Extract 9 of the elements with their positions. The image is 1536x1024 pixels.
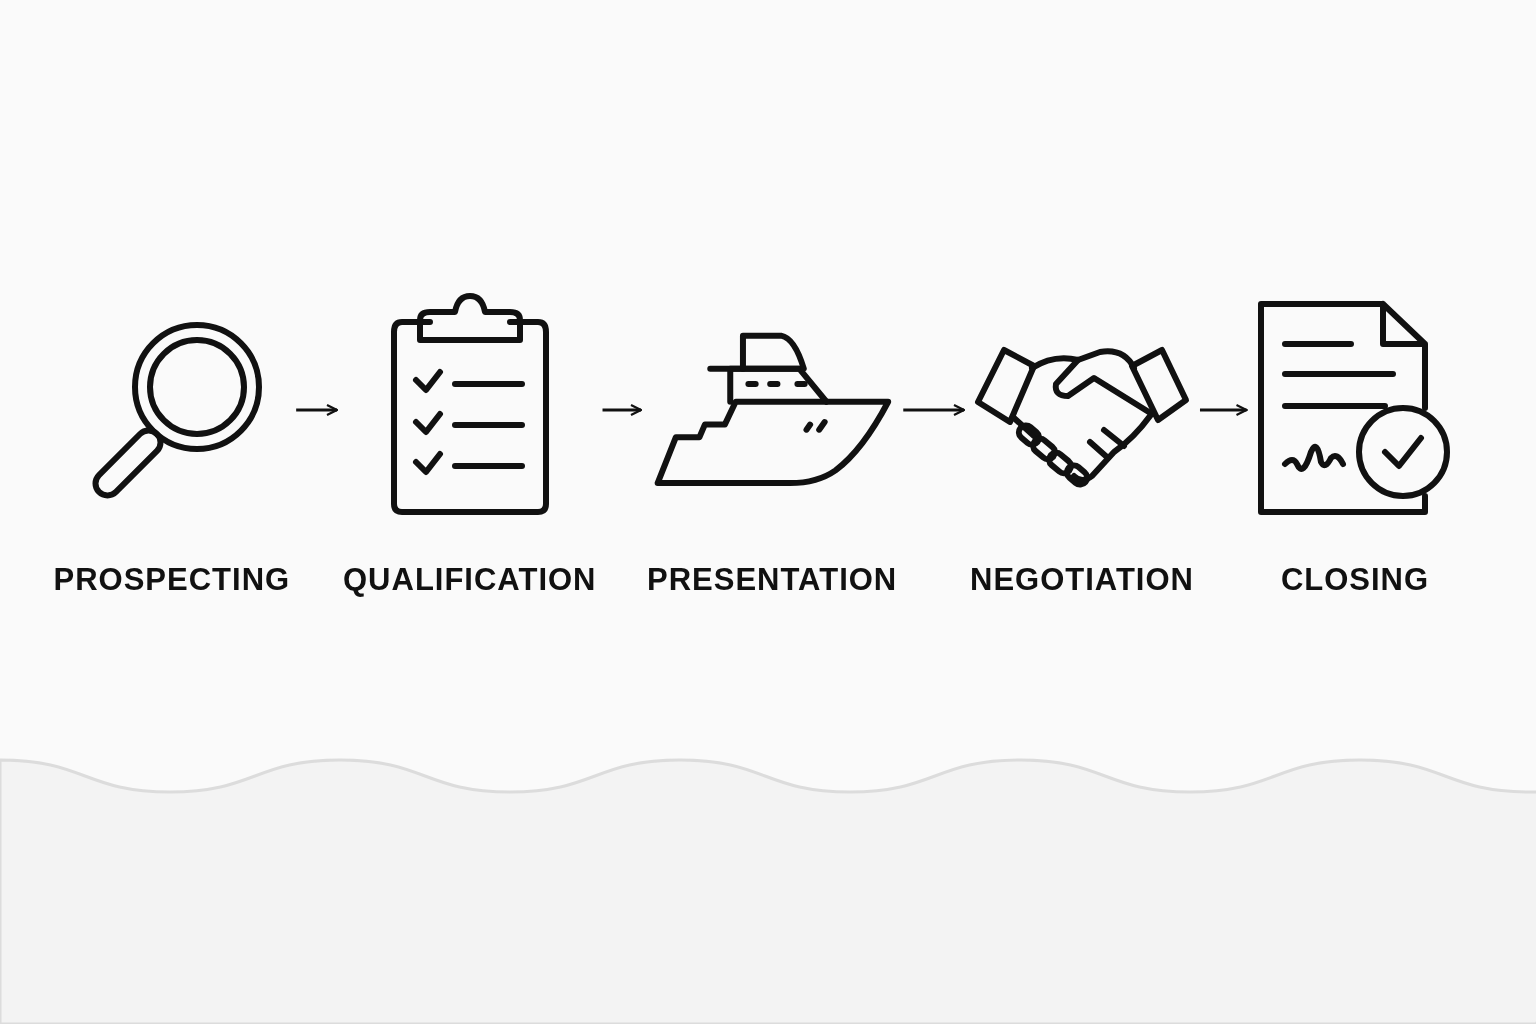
step-label: PROSPECTING: [53, 562, 291, 598]
step-label: QUALIFICATION: [343, 562, 597, 598]
arrow: [296, 403, 339, 417]
arrow: [1200, 403, 1248, 417]
step-label: CLOSING: [1280, 562, 1430, 598]
arrow: [903, 403, 966, 417]
arrow: [602, 403, 643, 417]
step-label: NEGOTIATION: [970, 562, 1194, 598]
step-label: PRESENTATION: [647, 562, 898, 598]
